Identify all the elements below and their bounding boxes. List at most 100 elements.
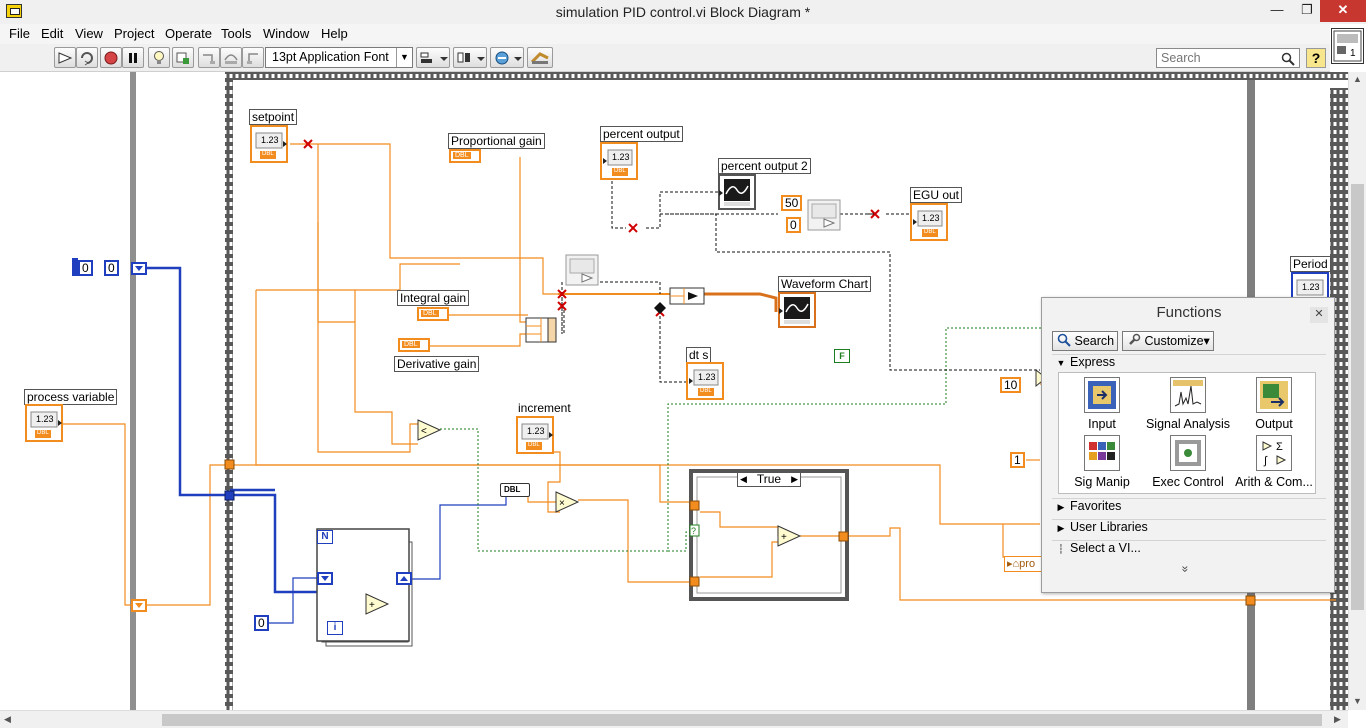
step-into-button[interactable] <box>198 47 220 68</box>
labview-app-icon[interactable] <box>6 4 22 18</box>
distribute-objects-button[interactable] <box>453 47 487 68</box>
menu-file[interactable]: File <box>9 26 30 41</box>
case-tunnel-in-2[interactable] <box>689 576 700 587</box>
dbl-tunnel[interactable] <box>224 459 235 470</box>
palette-search-button[interactable]: Search <box>1052 331 1118 351</box>
palette-more-button[interactable]: » <box>1178 565 1193 573</box>
horizontal-scrollbar[interactable]: ◀ ▶ <box>0 710 1348 728</box>
palette-close-button[interactable]: ✕ <box>1310 307 1328 323</box>
palette-customize-button[interactable]: Customize▾ <box>1122 331 1214 351</box>
scroll-down-icon[interactable]: ▼ <box>1353 696 1362 706</box>
proportional-gain-terminal[interactable]: DBL <box>449 149 481 163</box>
dynamic-data-wires[interactable] <box>561 176 1040 383</box>
menu-view[interactable]: View <box>75 26 103 41</box>
menu-tools[interactable]: Tools <box>221 26 252 41</box>
palette-category-favorites[interactable]: ▶Favorites <box>1052 498 1326 518</box>
integral-gain-terminal[interactable]: DBL <box>417 307 449 321</box>
menu-operate[interactable]: Operate <box>165 26 212 41</box>
case-structure-frame[interactable] <box>689 469 849 601</box>
vertical-scrollbar[interactable]: ▲ ▼ <box>1348 72 1366 710</box>
case-tunnel-in-1[interactable] <box>689 500 700 511</box>
label-process-variable[interactable]: process variable <box>24 389 118 405</box>
palette-item-sig-manip[interactable]: Sig Manip <box>1059 435 1145 489</box>
menu-edit[interactable]: Edit <box>41 26 64 41</box>
label-period[interactable]: Period <box>1290 256 1331 272</box>
multiply-node[interactable] <box>555 491 580 513</box>
add-node-loop[interactable] <box>365 593 390 615</box>
waveform-wire[interactable] <box>704 292 778 312</box>
search-input[interactable] <box>1157 49 1275 67</box>
reorder-button[interactable] <box>490 47 524 68</box>
palette-category-user-libraries[interactable]: ▶User Libraries <box>1052 519 1326 539</box>
highlight-execution-button[interactable] <box>148 47 170 68</box>
horizontal-scroll-thumb[interactable] <box>162 714 1322 726</box>
step-over-button[interactable] <box>220 47 242 68</box>
context-help-button[interactable]: ? <box>1306 48 1326 68</box>
palette-item-signal-analysis[interactable]: Signal Analysis <box>1145 377 1231 431</box>
flat-sequence-left-edge[interactable] <box>225 72 233 710</box>
increment-terminal[interactable]: 1.23 DBL <box>516 416 558 457</box>
int-tunnel[interactable] <box>224 490 235 501</box>
palette-category-express[interactable]: ▼Express <box>1052 354 1326 374</box>
align-objects-button[interactable] <box>416 47 450 68</box>
property-node-partial[interactable]: ▸⌂pro <box>1004 556 1044 572</box>
label-waveform-chart[interactable]: Waveform Chart <box>778 276 871 292</box>
minimize-button[interactable]: — <box>1270 2 1284 17</box>
run-continuously-button[interactable] <box>76 47 98 68</box>
false-constant[interactable]: F <box>834 349 850 363</box>
vi-connector-icon[interactable]: 1 <box>1331 28 1364 64</box>
label-proportional-gain[interactable]: Proportional gain <box>448 133 545 149</box>
to-double-conversion-node[interactable]: DBL <box>500 483 530 497</box>
retain-wire-values-button[interactable] <box>172 47 194 68</box>
pause-button[interactable] <box>122 47 144 68</box>
clean-up-diagram-button[interactable] <box>527 47 553 68</box>
label-egu-out[interactable]: EGU out <box>910 187 963 203</box>
case-next-icon[interactable]: ▶ <box>791 474 798 484</box>
case-tunnel-out[interactable] <box>838 531 849 542</box>
setpoint-terminal[interactable]: 1.23 DBL <box>250 125 292 166</box>
scroll-left-icon[interactable]: ◀ <box>4 714 11 724</box>
dt-s-terminal[interactable]: 1.23 DBL <box>686 362 726 403</box>
menu-help[interactable]: Help <box>321 26 348 41</box>
flat-sequence-top-edge[interactable] <box>225 72 1348 80</box>
case-selector-label[interactable]: ◀ True ▶ <box>737 472 801 487</box>
magnifier-icon[interactable] <box>1281 52 1295 66</box>
maximize-button[interactable]: ❐ <box>1301 2 1313 17</box>
search-box[interactable] <box>1156 48 1300 68</box>
vertical-scroll-thumb[interactable] <box>1351 184 1364 610</box>
loop-iteration-terminal[interactable]: i <box>327 621 343 635</box>
loop-count-terminal[interactable]: N <box>317 530 333 544</box>
constant-0-scale[interactable]: 0 <box>786 217 801 233</box>
font-dropdown[interactable]: 13pt Application Font ▼ <box>265 47 413 68</box>
less-than-node[interactable] <box>417 419 442 441</box>
waveform-chart-terminal[interactable] <box>778 292 818 331</box>
percent-output-terminal[interactable]: 1.23 DBL <box>600 142 640 183</box>
scroll-up-icon[interactable]: ▲ <box>1353 74 1362 84</box>
broken-wire-markers[interactable] <box>303 139 880 317</box>
palette-item-exec-control[interactable]: Exec Control <box>1145 435 1231 489</box>
constant-50[interactable]: 50 <box>781 195 803 211</box>
label-percent-output-2[interactable]: percent output 2 <box>718 158 811 174</box>
percent-output-2-chart-terminal[interactable] <box>718 174 758 213</box>
constant-0-loop[interactable]: 0 <box>254 615 269 631</box>
menu-window[interactable]: Window <box>263 26 310 41</box>
constant-1[interactable]: 1 <box>1010 452 1025 468</box>
scroll-right-icon[interactable]: ▶ <box>1334 714 1341 724</box>
functions-palette[interactable]: Functions ✕ Search Customize▾ ▼Express I… <box>1041 297 1335 593</box>
menu-project[interactable]: Project <box>114 26 155 41</box>
label-dt-s[interactable]: dt s <box>686 347 712 363</box>
egu-out-terminal[interactable]: 1.23 DBL <box>910 203 950 244</box>
derivative-gain-terminal[interactable]: DBL <box>398 338 430 352</box>
step-out-button[interactable] <box>242 47 264 68</box>
label-setpoint[interactable]: setpoint <box>249 109 298 125</box>
label-derivative-gain[interactable]: Derivative gain <box>394 356 480 372</box>
palette-item-output[interactable]: Output <box>1231 377 1317 431</box>
palette-item-input[interactable]: Input <box>1059 377 1145 431</box>
label-integral-gain[interactable]: Integral gain <box>397 290 470 306</box>
case-prev-icon[interactable]: ◀ <box>740 474 747 484</box>
coercion-node[interactable] <box>654 302 666 314</box>
palette-item-arith-comparison[interactable]: Σ∫ Arith & Com... <box>1231 435 1317 489</box>
add-node-case[interactable] <box>777 525 802 547</box>
abort-button[interactable] <box>100 47 122 68</box>
palette-select-vi[interactable]: ┆Select a VI... <box>1052 540 1326 560</box>
